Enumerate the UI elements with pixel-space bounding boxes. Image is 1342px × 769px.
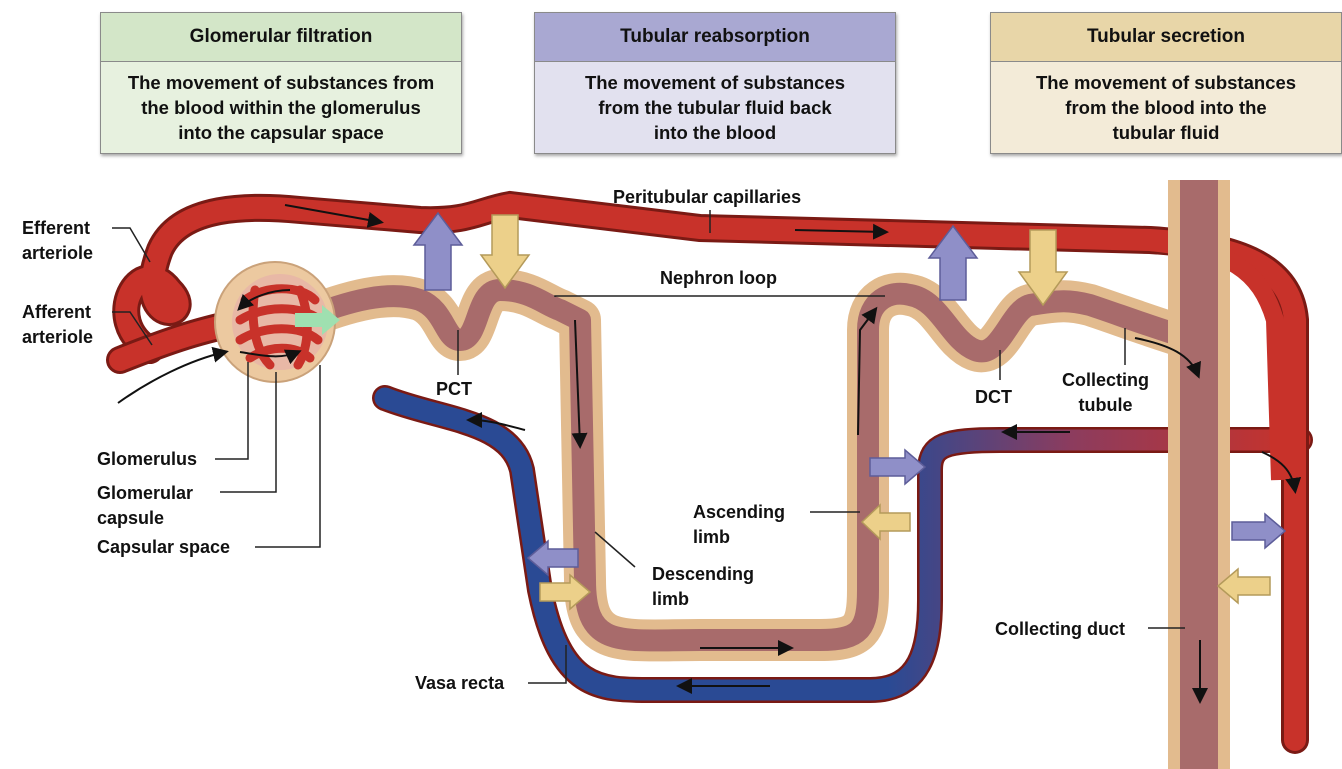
peritubular-capillaries-label: Peritubular capillaries xyxy=(613,185,801,210)
glomerulus-label: Glomerulus xyxy=(97,447,197,472)
glomerular-capsule-label: Glomerular capsule xyxy=(97,481,193,531)
capsular-space-label: Capsular space xyxy=(97,535,230,560)
dct-label: DCT xyxy=(975,385,1012,410)
nephron-loop-label: Nephron loop xyxy=(660,266,777,291)
vasa-recta-label: Vasa recta xyxy=(415,671,504,696)
ascending-limb-label: Ascending limb xyxy=(693,500,785,550)
descending-limb-label: Descending limb xyxy=(652,562,754,612)
pct-label: PCT xyxy=(436,377,472,402)
collecting-duct-label: Collecting duct xyxy=(995,617,1125,642)
afferent-arteriole-label: Afferent arteriole xyxy=(22,300,93,350)
efferent-arteriole-label: Efferent arteriole xyxy=(22,216,93,266)
collecting-tubule-label: Collecting tubule xyxy=(1062,368,1149,418)
